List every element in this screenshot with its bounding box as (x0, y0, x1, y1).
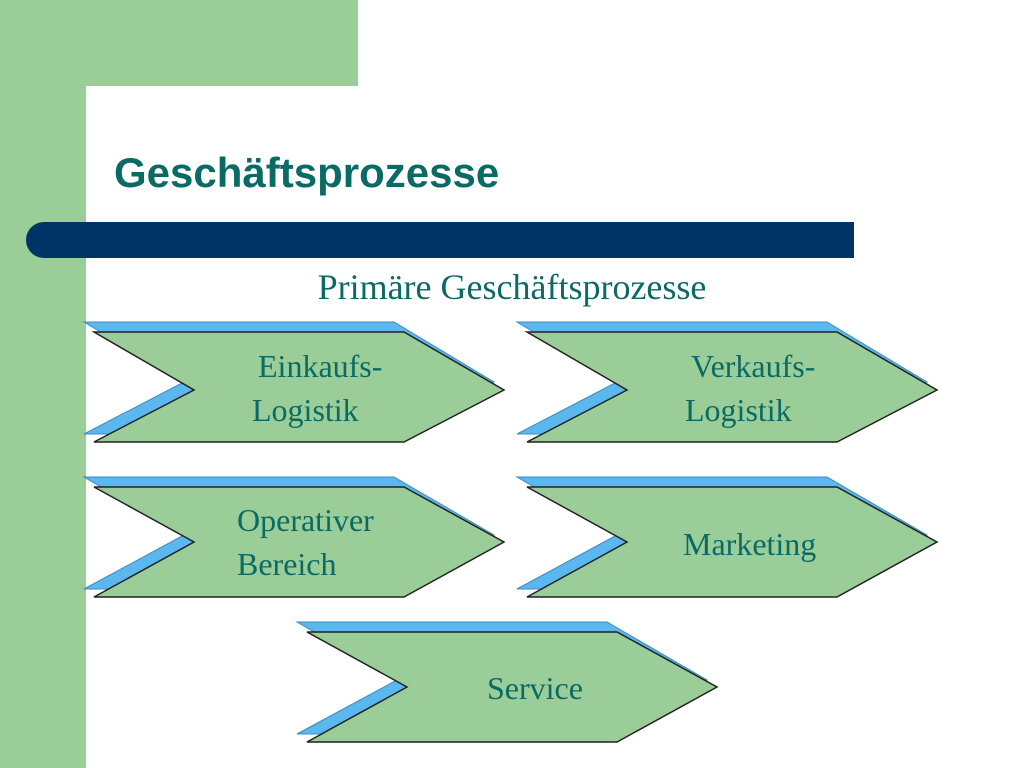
process-label-operativer-bereich: Operativer Bereich (237, 498, 374, 586)
process-label-line1: Operativer (237, 502, 374, 538)
chevron-service (295, 621, 719, 743)
process-label-service: Service (487, 666, 583, 710)
process-label-line2: Logistik (252, 392, 359, 428)
process-label-line1: Verkaufs- (691, 348, 816, 384)
chevron-shape (526, 486, 939, 598)
slide-title: Geschäftsprozesse (114, 149, 500, 196)
chevron-verkaufs-logistik (515, 321, 939, 443)
process-label-marketing: Marketing (683, 522, 816, 566)
process-label-line1: Service (487, 670, 583, 706)
chevron-operativer-bereich (82, 476, 506, 598)
process-label-verkaufs-logistik: Verkaufs- Logistik (685, 344, 815, 432)
process-label-line1: Marketing (683, 526, 817, 562)
decorative-band-top (0, 0, 358, 86)
process-label-einkaufs-logistik: Einkaufs- Logistik (252, 344, 382, 432)
chevron-shape (91, 331, 506, 443)
title-underline-bar (26, 222, 854, 258)
diagram-subtitle: Primäre Geschäftsprozesse (317, 267, 707, 307)
chevron-shape (524, 331, 939, 443)
chevron-shape (93, 486, 506, 598)
process-label-line2: Bereich (237, 546, 337, 582)
process-label-line2: Logistik (685, 392, 792, 428)
chevron-marketing (515, 476, 939, 598)
process-label-line1: Einkaufs- (258, 348, 383, 384)
chevron-shape (306, 631, 719, 743)
chevron-einkaufs-logistik (82, 321, 506, 443)
decorative-band-left (0, 0, 86, 768)
